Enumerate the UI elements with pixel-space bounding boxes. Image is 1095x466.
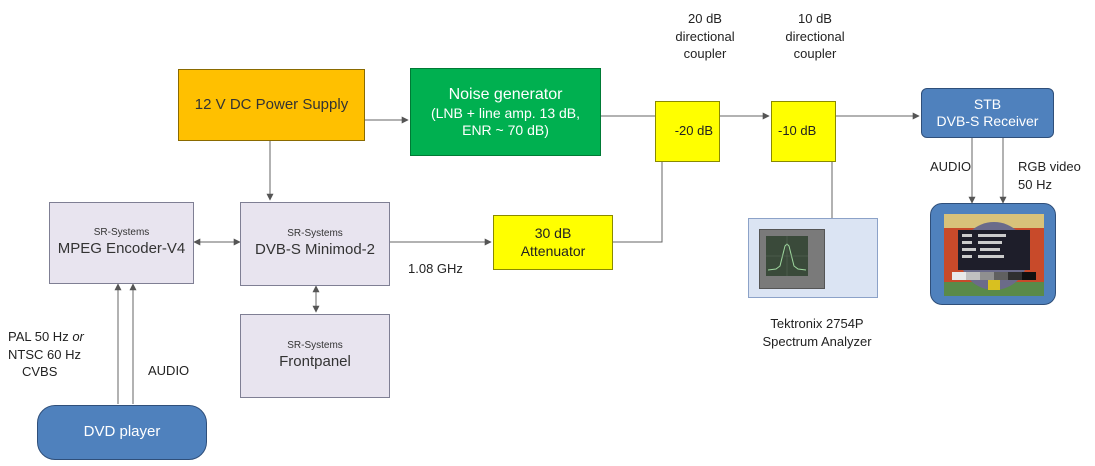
mpeg-encoder-brand: SR-Systems xyxy=(93,227,150,239)
coupler-20db-title-line-3: coupler xyxy=(683,46,727,62)
frontpanel-brand: SR-Systems xyxy=(287,340,343,352)
spectrum-analyzer-screen xyxy=(766,236,808,276)
coupler-20db-title-line-2: directional xyxy=(675,28,735,44)
coupler-20db-box: -20 dB xyxy=(655,101,720,162)
video-format-pal: PAL 50 Hz xyxy=(8,329,73,344)
frontpanel-title: Frontpanel xyxy=(279,352,351,370)
spectrum-analyzer-label: Tektronix 2754P Spectrum Analyzer xyxy=(752,315,882,350)
mpeg-encoder-title: MPEG Encoder-V4 xyxy=(57,239,186,257)
video-format-or: or xyxy=(72,329,84,344)
attenuator-box: 30 dB Attenuator xyxy=(493,215,613,270)
spectrum-analyzer-label-line-1: Tektronix 2754P xyxy=(770,316,864,331)
stb-title: STB xyxy=(973,95,1002,112)
rgb-video-label-line-1: RGB video xyxy=(1018,159,1081,174)
coupler-20db-title: 20 dB directional coupler xyxy=(655,10,755,63)
attenuator-value: 30 dB xyxy=(534,225,572,241)
dvbs-minimod-brand: SR-Systems xyxy=(287,228,343,240)
stb-receiver-box: STB DVB-S Receiver xyxy=(921,88,1054,138)
coupler-10db-value: -10 dB xyxy=(778,123,817,139)
video-format-cvbs: CVBS xyxy=(22,364,58,380)
rgb-video-label-line-2: 50 Hz xyxy=(1018,176,1052,192)
noise-generator-title: Noise generator xyxy=(448,85,563,103)
coupler-10db-box: -10 dB xyxy=(771,101,836,162)
spectrum-analyzer-label-line-2: Spectrum Analyzer xyxy=(762,333,872,349)
tv-test-pattern xyxy=(944,214,1044,296)
dvbs-minimod-box: SR-Systems DVB-S Minimod-2 xyxy=(240,202,390,286)
mpeg-encoder-box: SR-Systems MPEG Encoder-V4 xyxy=(49,202,194,284)
noise-generator-detail-1: (LNB + line amp. 13 dB, xyxy=(430,104,581,121)
power-supply-box: 12 V DC Power Supply xyxy=(178,69,365,141)
video-format-label: PAL 50 Hz or NTSC 60 Hz CVBS xyxy=(8,328,84,381)
coupler-10db-title: 10 dB directional coupler xyxy=(765,10,865,63)
spectrum-analyzer-panel xyxy=(748,218,878,298)
coupler-20db-value: -20 dB xyxy=(674,123,713,139)
frequency-label: 1.08 GHz xyxy=(408,261,463,276)
frontpanel-box: SR-Systems Frontpanel xyxy=(240,314,390,398)
dvd-player-box: DVD player xyxy=(37,405,207,460)
dvd-audio-label: AUDIO xyxy=(148,363,190,378)
noise-generator-box: Noise generator (LNB + line amp. 13 dB, … xyxy=(410,68,601,156)
stb-subtitle: DVB-S Receiver xyxy=(936,113,1039,129)
dvbs-minimod-title: DVB-S Minimod-2 xyxy=(254,240,376,258)
power-supply-label: 12 V DC Power Supply xyxy=(194,95,349,113)
tv-monitor xyxy=(930,203,1056,305)
video-format-ntsc: NTSC 60 Hz xyxy=(8,346,81,362)
coupler-10db-title-line-3: coupler xyxy=(793,46,837,62)
coupler-10db-title-line-1: 10 dB xyxy=(798,11,832,26)
coupler-10db-title-line-2: directional xyxy=(785,28,845,44)
dvd-player-label: DVD player xyxy=(83,423,161,441)
noise-generator-detail-2: ENR ~ 70 dB) xyxy=(462,122,549,138)
stb-audio-label: AUDIO xyxy=(930,159,972,174)
attenuator-title: Attenuator xyxy=(520,242,586,259)
coupler-20db-title-line-1: 20 dB xyxy=(688,11,722,26)
rgb-video-label: RGB video 50 Hz xyxy=(1018,158,1081,193)
spectrum-analyzer-device xyxy=(759,229,825,289)
